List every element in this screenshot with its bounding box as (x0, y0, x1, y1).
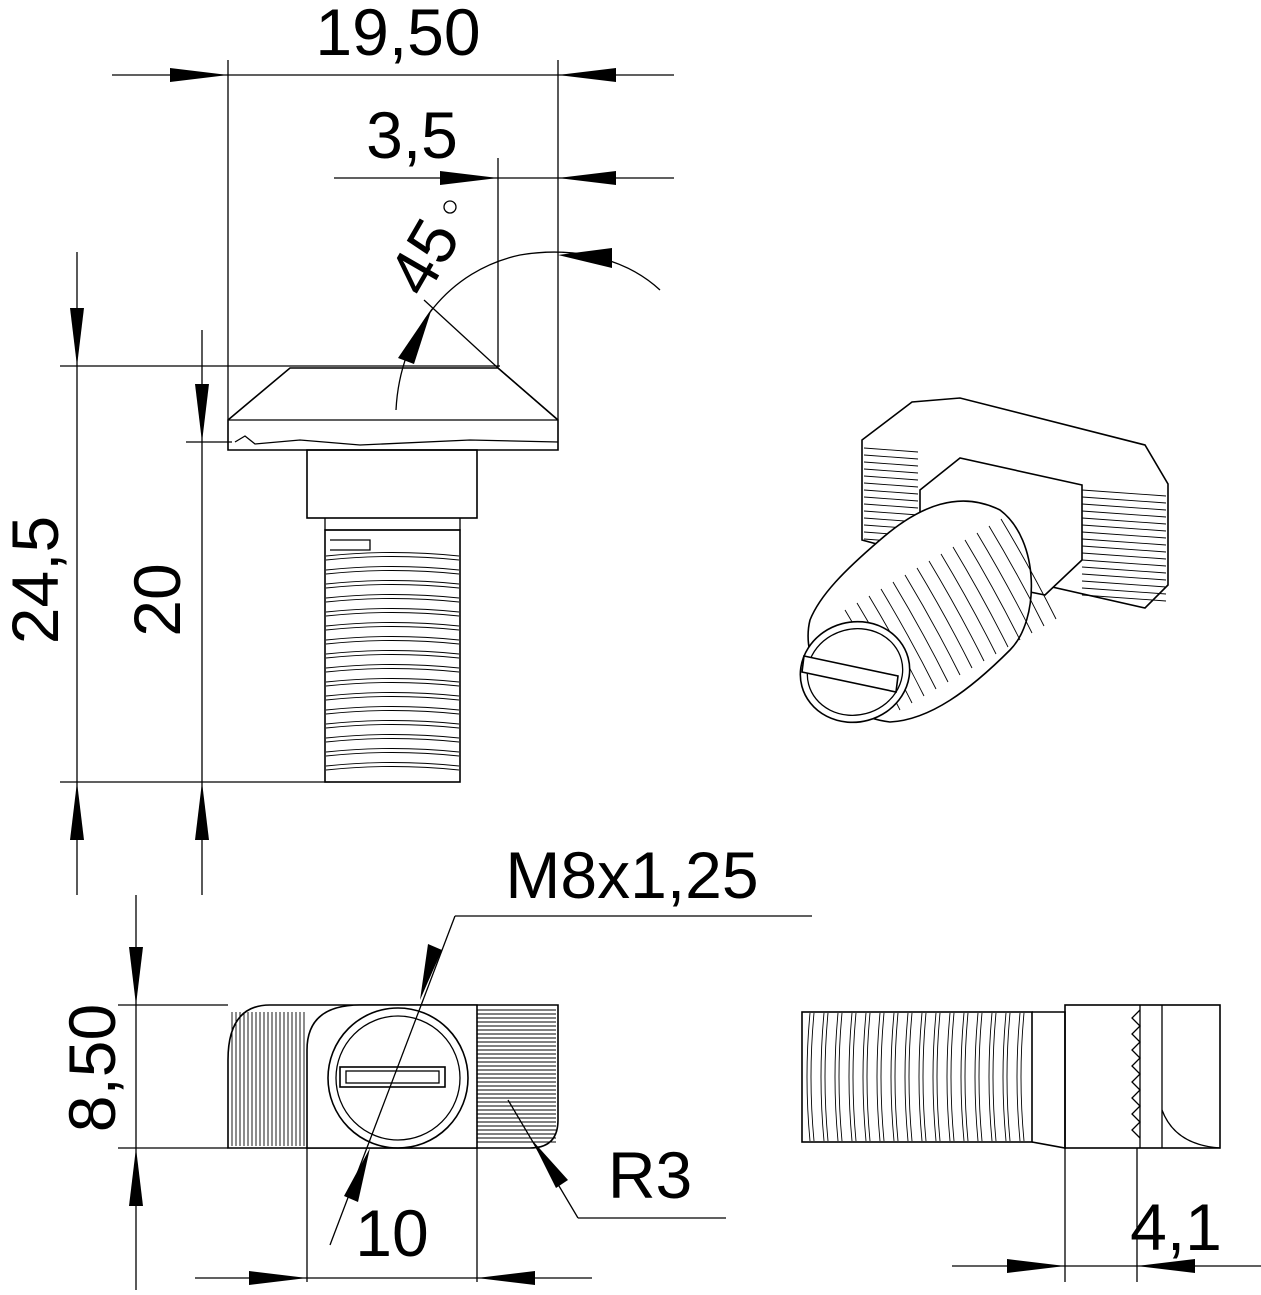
front-view (227, 367, 559, 783)
dim-corner-radius: R3 (608, 1138, 692, 1212)
screwdriver-slot (339, 1066, 446, 1088)
front-thread-body (324, 529, 461, 783)
dim-head-thickness: 4,1 (1130, 1190, 1222, 1264)
iso-head-ridges (863, 447, 1167, 602)
thread-end-circle (327, 1007, 469, 1149)
iso-slot (801, 655, 899, 693)
side-thread-lines (806, 1012, 1025, 1142)
side-head (1064, 1004, 1221, 1149)
isometric-view (799, 397, 1169, 724)
side-view (801, 1004, 1261, 1282)
dim-total-height: 24,5 (0, 516, 72, 644)
top-view-outline (227, 1004, 559, 1149)
dim-thread-length: 20 (120, 563, 194, 636)
dim-overall-width: 19,50 (315, 0, 480, 69)
top-view-hatch-right (477, 1009, 556, 1143)
top-view-dimension-lines (129, 895, 812, 1290)
front-thread-lines (325, 552, 460, 771)
front-neck (306, 449, 478, 519)
dim-chamfer-angle: 45 (373, 206, 474, 307)
side-thread-body (801, 1011, 1033, 1143)
front-view-dimension-lines (60, 60, 674, 895)
top-view (118, 1004, 559, 1282)
dim-chamfer-width: 3,5 (366, 98, 458, 172)
front-head-outline (227, 367, 559, 451)
top-view-hatch-left (231, 1012, 305, 1146)
degree-mark (443, 200, 457, 214)
dim-shank-width: 10 (355, 1196, 428, 1270)
dim-head-height: 8,50 (55, 1004, 129, 1132)
dim-thread-spec: M8x1,25 (505, 838, 758, 912)
